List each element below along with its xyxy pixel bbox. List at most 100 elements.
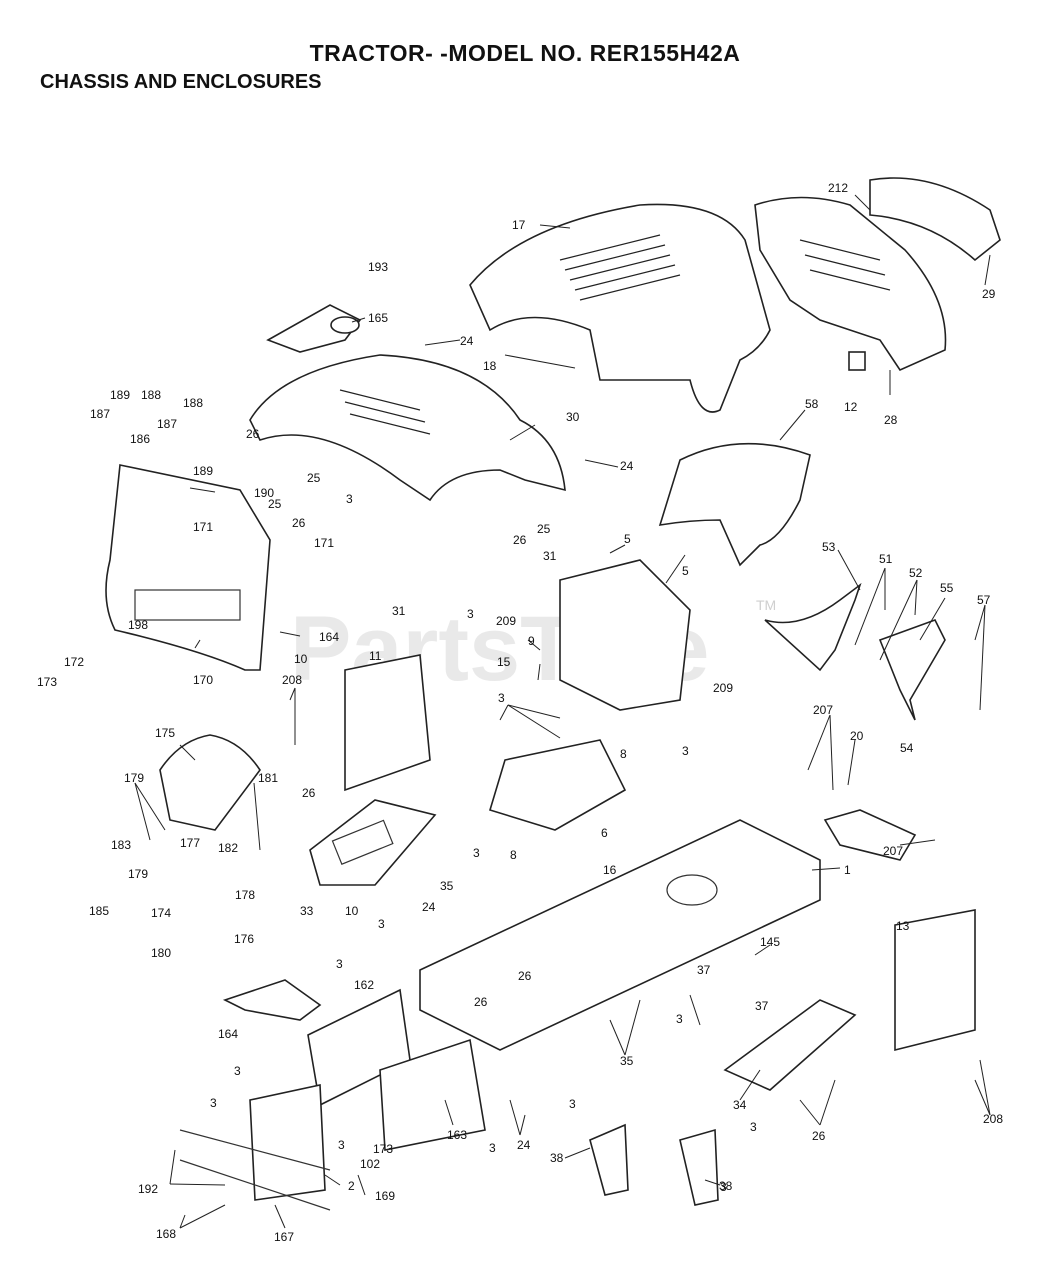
callout-51: 51 xyxy=(879,552,893,566)
callout-3: 3 xyxy=(498,691,505,705)
part-bracket-38a xyxy=(589,1123,629,1196)
callout-57: 57 xyxy=(977,593,991,607)
diagram-title: TRACTOR- -MODEL NO. RER155H42A xyxy=(309,40,741,66)
callout-labels: 193 165 24 17 18 212 29 12 28 58 30 24 2… xyxy=(37,181,1003,1244)
callout-168: 168 xyxy=(156,1227,176,1241)
callout-8: 8 xyxy=(510,848,517,862)
callout-24: 24 xyxy=(517,1138,531,1152)
callout-26: 26 xyxy=(246,427,260,441)
callout-209: 209 xyxy=(713,681,733,695)
callout-172: 172 xyxy=(64,655,84,669)
callout-162: 162 xyxy=(354,978,374,992)
callout-209: 209 xyxy=(496,614,516,628)
callout-33: 33 xyxy=(300,904,314,918)
callout-31: 31 xyxy=(392,604,406,618)
callout-176: 176 xyxy=(234,932,254,946)
part-front-panel-163 xyxy=(379,1038,486,1151)
callout-26: 26 xyxy=(292,516,306,530)
callout-181: 181 xyxy=(258,771,278,785)
callout-17: 17 xyxy=(512,218,526,232)
callout-52: 52 xyxy=(909,566,923,580)
part-mount-20 xyxy=(823,809,917,861)
callout-185: 185 xyxy=(89,904,109,918)
part-shroud xyxy=(159,734,261,831)
callout-190: 190 xyxy=(254,486,274,500)
callout-145: 145 xyxy=(760,935,780,949)
callout-3: 3 xyxy=(682,744,689,758)
callout-24: 24 xyxy=(422,900,436,914)
callout-34: 34 xyxy=(733,1098,747,1112)
callout-173: 173 xyxy=(373,1142,393,1156)
part-dash-panel xyxy=(105,464,271,671)
callout-58: 58 xyxy=(805,397,819,411)
callout-54: 54 xyxy=(900,741,914,755)
callout-26: 26 xyxy=(474,995,488,1009)
diagram-subtitle: CHASSIS AND ENCLOSURES xyxy=(40,71,322,93)
callout-10: 10 xyxy=(294,652,308,666)
callout-3: 3 xyxy=(210,1096,217,1110)
part-fender xyxy=(249,354,566,502)
part-hood xyxy=(469,203,771,413)
callout-5: 5 xyxy=(624,532,631,546)
callout-26: 26 xyxy=(302,786,316,800)
callout-174: 174 xyxy=(151,906,171,920)
callout-164: 164 xyxy=(319,630,339,644)
callout-5: 5 xyxy=(682,564,689,578)
callout-189: 189 xyxy=(110,388,130,402)
callout-3: 3 xyxy=(569,1097,576,1111)
callout-3: 3 xyxy=(346,492,353,506)
callout-11: 11 xyxy=(369,649,382,663)
callout-30: 30 xyxy=(566,410,580,424)
callout-24: 24 xyxy=(460,334,474,348)
callout-6: 6 xyxy=(601,826,608,840)
part-steering-support xyxy=(559,559,691,711)
callout-164: 164 xyxy=(218,1027,238,1041)
callout-180: 180 xyxy=(151,946,171,960)
callout-9: 9 xyxy=(528,634,535,648)
callout-3: 3 xyxy=(676,1012,683,1026)
callout-178: 178 xyxy=(235,888,255,902)
callout-177: 177 xyxy=(180,836,200,850)
callout-28: 28 xyxy=(884,413,898,427)
part-bracket-55 xyxy=(878,619,946,721)
callout-26: 26 xyxy=(812,1129,826,1143)
callout-29: 29 xyxy=(982,287,996,301)
callout-25: 25 xyxy=(537,522,551,536)
callout-37: 37 xyxy=(697,963,711,977)
callout-2: 2 xyxy=(348,1179,355,1193)
callout-35: 35 xyxy=(440,879,454,893)
callout-175: 175 xyxy=(155,726,175,740)
callout-198: 198 xyxy=(128,618,148,632)
callout-169: 169 xyxy=(375,1189,395,1203)
part-bracket-53 xyxy=(764,582,862,672)
callout-183: 183 xyxy=(111,838,131,852)
callout-207: 207 xyxy=(813,703,833,717)
part-grille-insert xyxy=(869,177,1001,262)
callout-193: 193 xyxy=(368,260,388,274)
callout-170: 170 xyxy=(193,673,213,687)
callout-3: 3 xyxy=(489,1141,496,1155)
callout-13: 13 xyxy=(896,919,910,933)
callout-208: 208 xyxy=(282,673,302,687)
callout-179: 179 xyxy=(124,771,144,785)
callout-35: 35 xyxy=(620,1054,634,1068)
callout-182: 182 xyxy=(218,841,238,855)
callout-8: 8 xyxy=(620,747,627,761)
callout-15: 15 xyxy=(497,655,511,669)
part-axle-plate xyxy=(249,1084,326,1201)
callout-25: 25 xyxy=(307,471,321,485)
callout-53: 53 xyxy=(822,540,836,554)
callout-171: 171 xyxy=(314,536,334,550)
callout-208: 208 xyxy=(983,1112,1003,1126)
callout-187: 187 xyxy=(90,407,110,421)
callout-3: 3 xyxy=(338,1138,345,1152)
callout-102: 102 xyxy=(360,1157,380,1171)
part-footrest-support xyxy=(658,442,811,567)
callout-187: 187 xyxy=(157,417,177,431)
callout-10: 10 xyxy=(345,904,359,918)
callout-26: 26 xyxy=(518,969,532,983)
callout-165: 165 xyxy=(368,311,388,325)
callout-3: 3 xyxy=(720,1180,727,1194)
part-main-frame xyxy=(419,819,821,1051)
callout-186: 186 xyxy=(130,432,150,446)
